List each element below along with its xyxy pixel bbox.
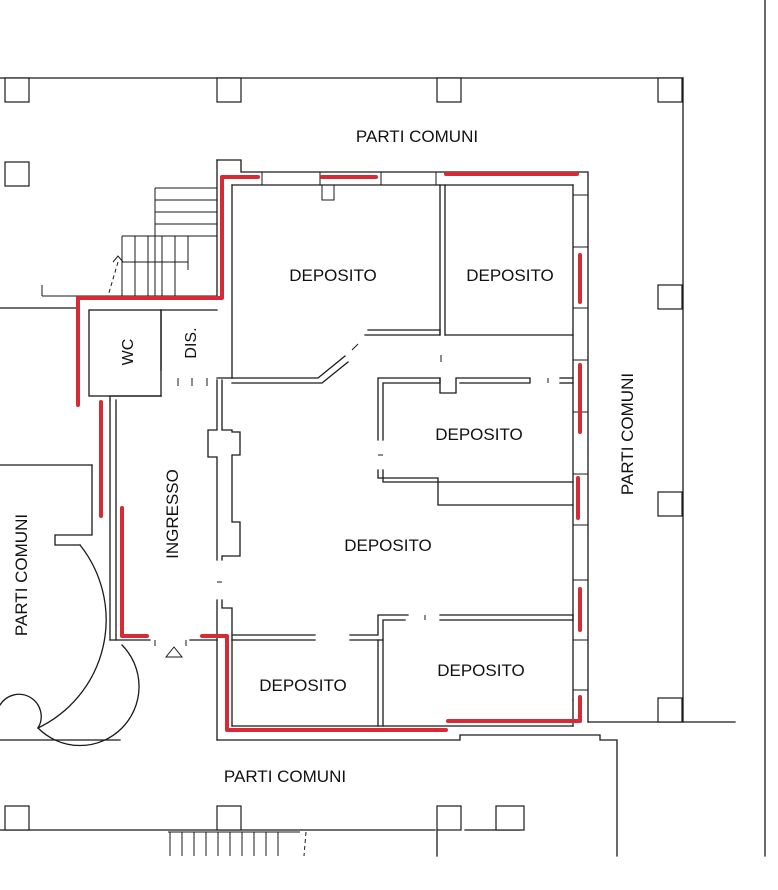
room-labels: PARTI COMUNI PARTI COMUNI PARTI COMUNI P… — [12, 127, 637, 786]
label-deposito-6: DEPOSITO — [437, 661, 525, 680]
label-parti-comuni-top: PARTI COMUNI — [356, 127, 478, 146]
pillar — [657, 284, 683, 310]
label-parti-comuni-left: PARTI COMUNI — [12, 514, 31, 636]
label-deposito-5: DEPOSITO — [259, 676, 347, 695]
pillar — [216, 77, 242, 103]
pillar — [4, 805, 30, 831]
pillar — [495, 805, 525, 831]
pillar — [216, 805, 242, 831]
label-ingresso: INGRESSO — [163, 469, 182, 559]
label-dis: DIS. — [183, 327, 200, 358]
pillar — [436, 805, 462, 831]
label-deposito-4: DEPOSITO — [344, 536, 432, 555]
label-parti-comuni-right: PARTI COMUNI — [618, 373, 637, 495]
pillar — [657, 697, 683, 723]
pillar — [657, 491, 683, 517]
pillar — [657, 77, 683, 103]
label-deposito-2: DEPOSITO — [466, 266, 554, 285]
label-wc: WC — [120, 339, 137, 366]
unit-walls — [88, 159, 589, 741]
bottom-stairs — [168, 831, 307, 857]
pillar — [4, 161, 30, 187]
pillars — [4, 77, 683, 831]
building-outline — [0, 0, 766, 857]
label-deposito-1: DEPOSITO — [289, 266, 377, 285]
label-parti-comuni-bottom: PARTI COMUNI — [224, 767, 346, 786]
label-deposito-3: DEPOSITO — [435, 425, 523, 444]
pillar — [4, 77, 30, 103]
pillar — [436, 77, 462, 103]
property-boundary — [76, 172, 582, 732]
curved-element — [0, 544, 140, 747]
staircase — [41, 187, 217, 297]
